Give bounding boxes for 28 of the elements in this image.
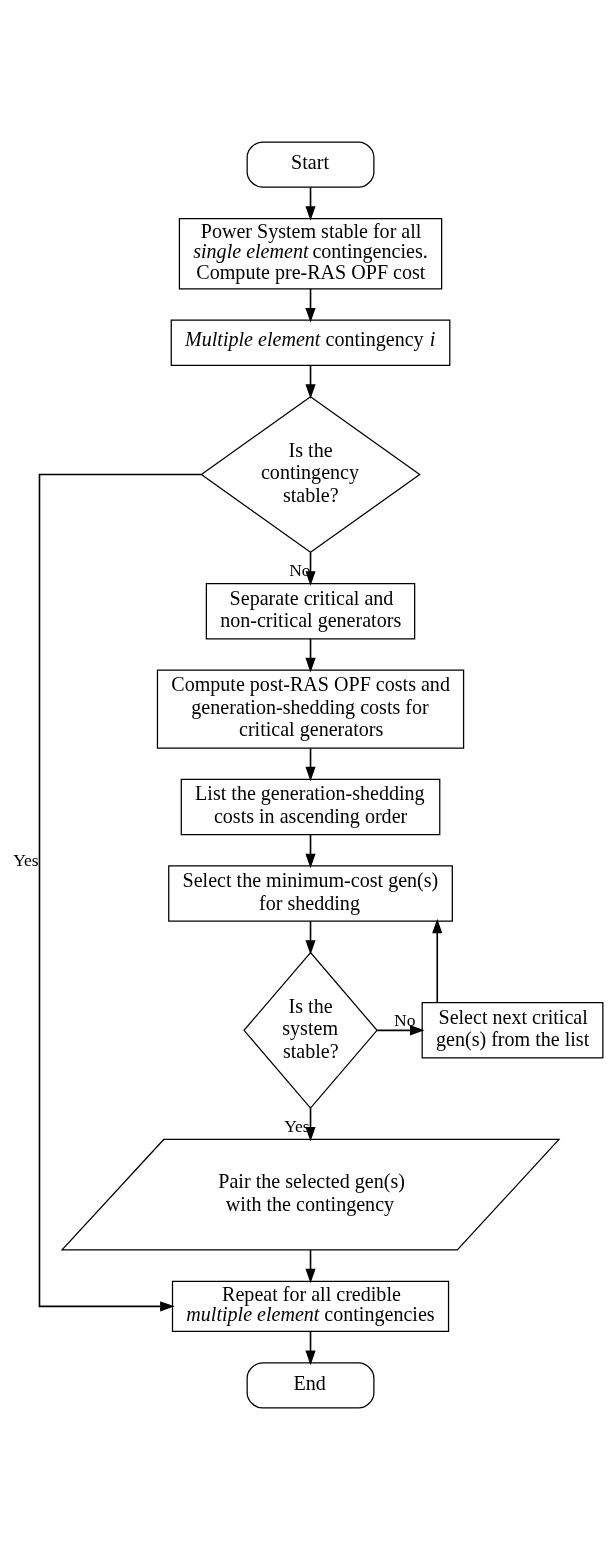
arrow — [305, 186, 316, 221]
arrow — [305, 1249, 316, 1284]
arrow — [376, 1025, 425, 1036]
node-box: Power System stable for all single element contingencies. Compute pre-RAS OPF cost — [178, 217, 443, 290]
edge-label: No — [394, 1009, 416, 1030]
node-box: Compute post-RAS OPF costs and generation-shedding costs for critical generators — [156, 669, 465, 749]
node-box: Start — [246, 141, 375, 188]
arrow — [305, 364, 316, 399]
node-box: Select the minimum-cost gen(s) for shedding — [168, 865, 453, 922]
arrow — [305, 1331, 316, 1366]
arrow — [38, 473, 202, 1312]
node-diamond: Is the contingency stable? — [200, 395, 421, 554]
arrow — [432, 918, 443, 1004]
node-box: List the generation-shedding costs in ascending order — [180, 778, 441, 836]
edge-label: Yes — [13, 849, 39, 870]
node-diamond: Is the system stable? — [243, 951, 378, 1110]
node-box: Multiple element contingency i — [170, 319, 451, 366]
node-box: Select next critical gen(s) from the list — [421, 1002, 604, 1059]
arrow — [305, 1107, 316, 1142]
arrow — [305, 920, 316, 955]
node-box: Repeat for all credible multiple element contingencies — [171, 1280, 450, 1333]
node-box: Separate critical and non-critical generators — [205, 583, 416, 640]
arrow — [305, 288, 316, 323]
arrow — [305, 747, 316, 782]
arrow — [305, 834, 316, 869]
node-box: End — [246, 1362, 375, 1409]
arrow — [305, 638, 316, 673]
arrow — [305, 551, 316, 586]
